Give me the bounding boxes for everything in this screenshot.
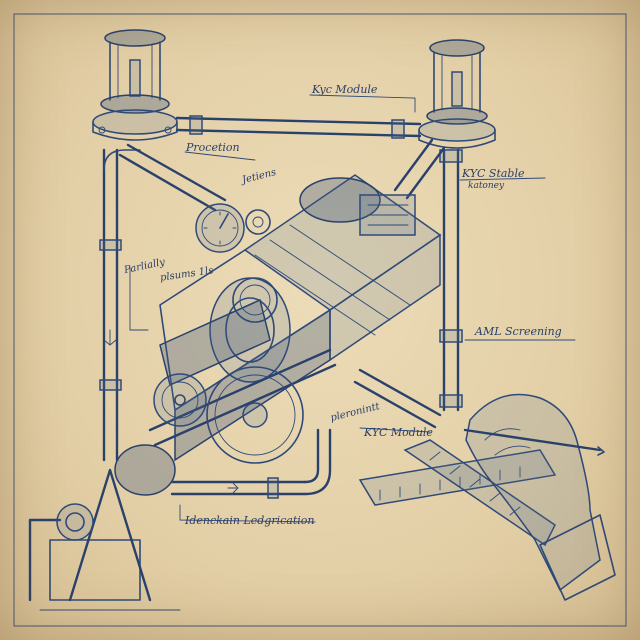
diagonal-struts xyxy=(118,138,446,429)
right-pipe xyxy=(439,148,463,412)
upper-left-chamber xyxy=(92,29,178,141)
sheet-border xyxy=(13,13,627,627)
label-procetion: Procetion xyxy=(186,141,240,154)
compass-stand xyxy=(28,468,181,611)
left-pipe xyxy=(99,148,141,462)
label-kyc-module-bottom: KYC Module xyxy=(364,426,433,439)
label-kyc-module-top: Kyc Module xyxy=(312,83,378,96)
label-kyc-stable: KYC Stable xyxy=(462,167,525,180)
label-aml-screening: AML Screening xyxy=(475,325,562,338)
central-machine xyxy=(148,174,442,462)
pressure-gauge xyxy=(195,203,271,253)
bottom-pipes xyxy=(114,428,332,499)
top-pipe xyxy=(175,115,422,139)
upper-right-chamber xyxy=(418,39,496,149)
ruler-set-square xyxy=(358,439,557,547)
label-katoney: katoney xyxy=(468,181,505,191)
gears xyxy=(153,277,304,464)
leader-lines xyxy=(129,94,576,523)
label-identkain: Idenckain Ledgrication xyxy=(185,514,315,527)
drafting-hand xyxy=(463,393,616,601)
